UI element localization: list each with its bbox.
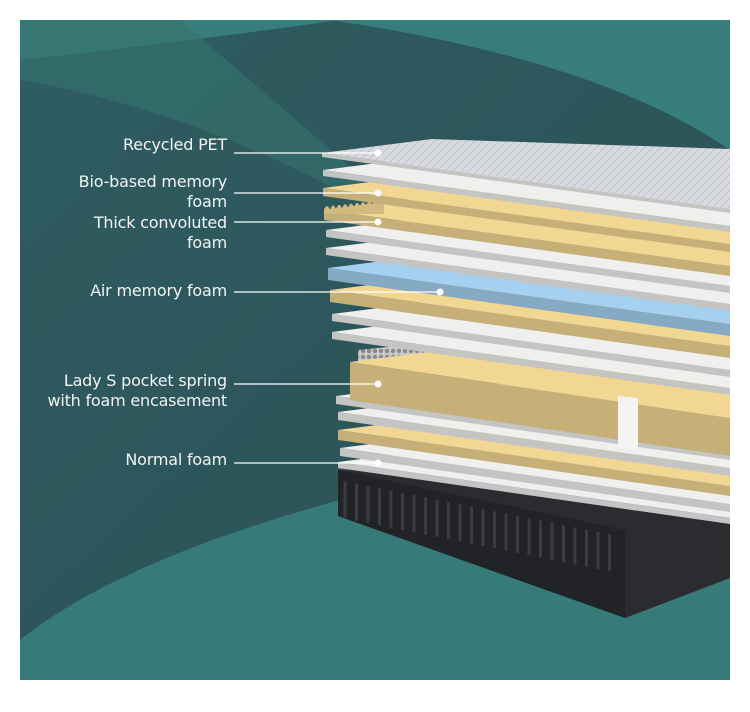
callout-dot [374,218,382,226]
callout-label-recycled-pet: Recycled PET [123,135,227,155]
background-wave-diagonal [20,20,470,270]
callout-dot [374,149,382,157]
background-wave-top [20,20,730,150]
foam-layer-edge [326,248,730,311]
callout-label-normal-foam: Normal foam [125,450,227,470]
foam-layer-edge [332,314,730,377]
callout-label-line: Thick convoluted [93,213,227,232]
spring-cutaway [618,396,638,450]
air-memory-foam-edge [328,268,730,336]
callout-label-line: Normal foam [125,450,227,469]
foam-layer-edge [338,430,730,496]
callout-dot [374,189,382,197]
foam-layer-edge [338,412,730,476]
foam-layer-edge [323,170,730,232]
convoluted-ridges [324,200,384,214]
callout-label-line: Recycled PET [123,135,227,154]
foam-layer-edge [340,448,730,512]
foam-layer-edge [326,230,730,293]
foam-layer-edge [332,332,730,395]
callout-label-line: Bio-based memory [78,172,228,191]
bio-based-memory-foam-edge [323,188,730,252]
callout-label-line: Lady S pocket spring [63,371,227,390]
callout-dot [374,459,382,467]
recycled-pet-edge [322,153,730,213]
callout-label-air-memory-foam: Air memory foam [90,281,227,301]
callout-label-line: with foam encasement [47,391,227,410]
callout-label-line: foam [186,192,227,211]
recycled-pet-top [322,139,730,209]
callout-label-line: Air memory foam [90,281,227,300]
callout-dot [374,380,382,388]
callout-label-line: foam [186,233,227,252]
thick-convoluted-foam-edge [324,210,730,276]
normal-foam-edge [338,462,730,524]
callout-dot [436,288,444,296]
foam-layer-edge [330,290,730,358]
